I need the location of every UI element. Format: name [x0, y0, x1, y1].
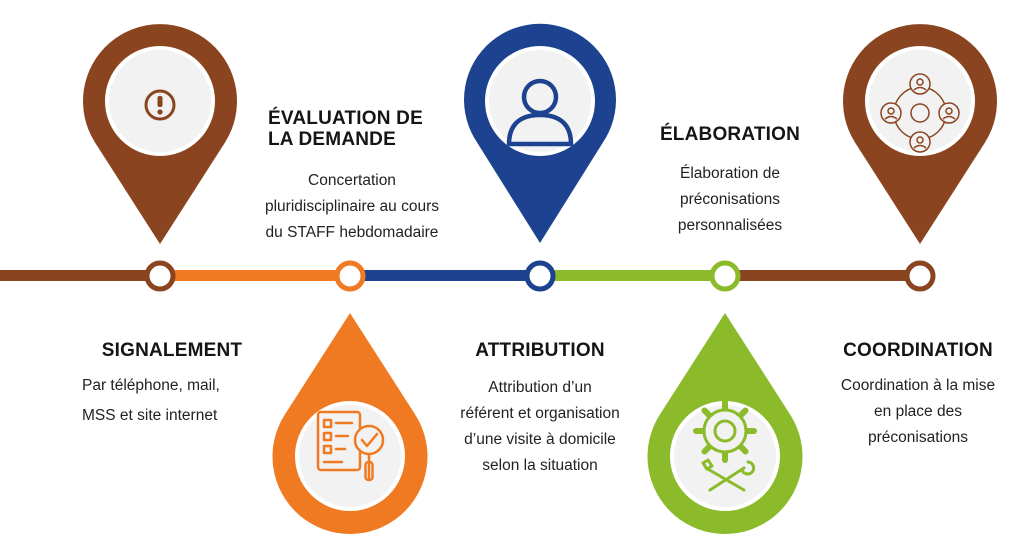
timeline-node-coordination: [904, 260, 936, 292]
step-title: ÉLABORATION: [659, 124, 801, 145]
step-evaluation: ÉVALUATION DE LA DEMANDE Concertation pl…: [232, 108, 472, 246]
pin-coordination: [843, 24, 997, 245]
pin-attribution-disc: [485, 46, 595, 156]
step-attribution: ATTRIBUTION Attribution d’un référent et…: [425, 340, 655, 479]
timeline-segment-5: [725, 270, 920, 281]
network-people-icon: [880, 73, 960, 153]
step-description: Concertation pluridisciplinaire au cours…: [264, 172, 440, 241]
timeline-node-signalement: [144, 260, 176, 292]
timeline-node-attribution: [524, 260, 556, 292]
timeline-line: [0, 270, 920, 281]
exclamation-icon: [144, 89, 176, 121]
pin-coordination-disc: [865, 46, 975, 156]
step-elaboration: ÉLABORATION Élaboration de préconisation…: [630, 124, 830, 239]
step-title: ATTRIBUTION: [475, 340, 605, 361]
timeline-segment-4: [540, 270, 725, 281]
step-coordination: COORDINATION Coordination à la mise en p…: [808, 340, 1025, 451]
pin-evaluation-disc: [295, 401, 405, 511]
pin-elaboration: [647, 313, 803, 534]
step-description: Par téléphone, mail, MSS et site interne…: [82, 377, 220, 424]
timeline-segment-1: [0, 270, 160, 281]
pin-evaluation: [272, 313, 428, 534]
timeline-segment-2: [160, 270, 350, 281]
timeline-segment-3: [350, 270, 540, 281]
step-title: ÉVALUATION DE LA DEMANDE: [268, 108, 423, 150]
checklist-magnifier-icon: [316, 410, 385, 482]
pin-attribution: [464, 23, 616, 244]
step-title: SIGNALEMENT: [101, 340, 243, 361]
step-description: Élaboration de préconisations personnali…: [677, 165, 783, 234]
timeline-nodes: [144, 260, 936, 292]
step-description: Coordination à la mise en place des préc…: [840, 377, 996, 446]
timeline-node-elaboration: [709, 260, 741, 292]
timeline-node-evaluation: [334, 260, 366, 292]
step-description: Attribution d’un référent et organisatio…: [460, 379, 620, 474]
gear-tools-icon: [693, 399, 757, 492]
person-icon: [506, 78, 574, 147]
step-signalement: SIGNALEMENT Par téléphone, mail, MSS et …: [62, 340, 282, 431]
pin-signalement: [82, 24, 237, 245]
step-title: COORDINATION: [843, 340, 993, 361]
